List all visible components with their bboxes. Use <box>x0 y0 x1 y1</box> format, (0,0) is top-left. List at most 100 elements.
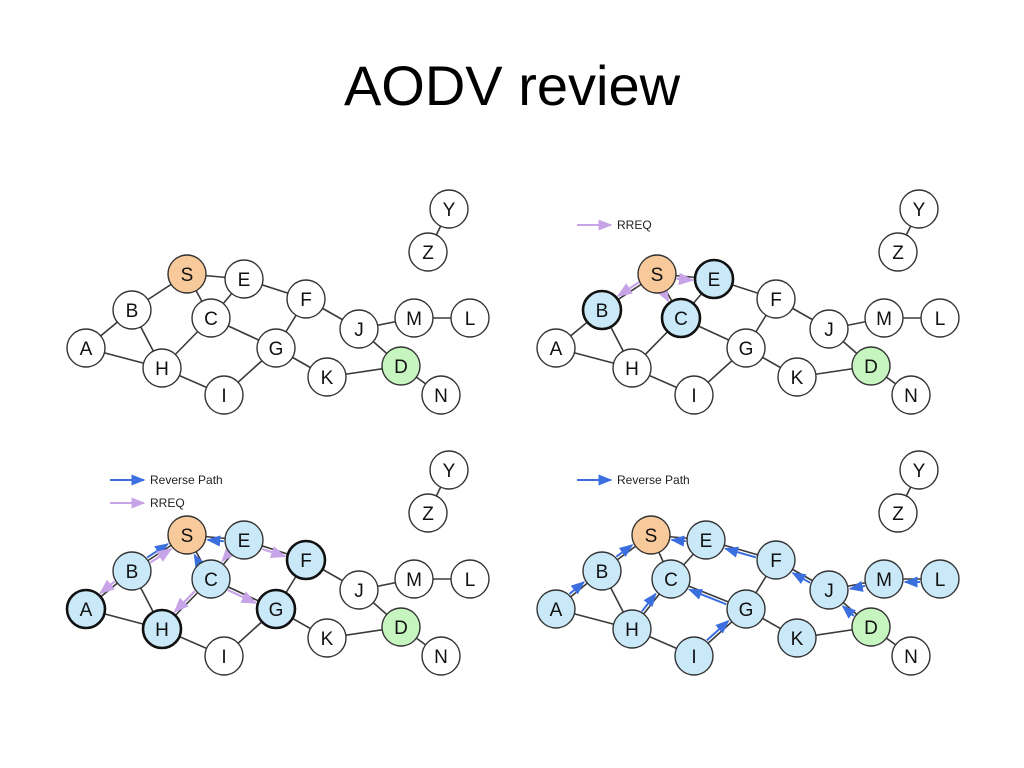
node-a: A <box>66 328 106 368</box>
node-g: G <box>256 328 296 368</box>
node-label: C <box>664 570 678 591</box>
node-n: N <box>891 636 931 676</box>
node-label: A <box>80 600 93 621</box>
node-label: K <box>321 629 334 650</box>
reverse-path-arrow-B-S <box>615 544 634 558</box>
node-y: Y <box>899 189 939 229</box>
node-circle <box>112 290 152 330</box>
rreq-arrow-E-C <box>221 546 236 563</box>
node-label: Y <box>443 461 456 482</box>
node-label: G <box>269 600 284 621</box>
node-circle <box>612 609 652 649</box>
node-circle <box>256 328 296 368</box>
node-circle <box>307 357 347 397</box>
reverse-path-arrow-G-C <box>688 588 727 606</box>
node-y: Y <box>429 450 469 490</box>
node-circle <box>167 515 207 555</box>
node-i: I <box>204 636 244 676</box>
node-circle <box>651 559 691 599</box>
node-i: I <box>674 375 714 415</box>
node-d: D <box>851 607 891 647</box>
node-circle <box>381 346 421 386</box>
node-circle <box>285 539 327 581</box>
node-i: I <box>674 636 714 676</box>
node-label: F <box>770 290 782 311</box>
reverse-path-arrow-F-E <box>724 546 757 559</box>
rreq-arrow-S-E <box>676 272 695 286</box>
node-circle <box>631 515 671 555</box>
node-circle <box>920 298 960 338</box>
reverse-path-arrow-E-S <box>206 535 224 547</box>
node-label: B <box>596 562 609 583</box>
node-label: D <box>394 357 408 378</box>
node-s: S <box>637 254 677 294</box>
node-label: K <box>791 368 804 389</box>
legend-rreq-label: RREQ <box>150 496 185 510</box>
node-circle <box>286 279 326 319</box>
node-label: G <box>269 339 284 360</box>
node-circle <box>112 551 152 591</box>
node-c: C <box>651 559 691 599</box>
node-circle <box>381 607 421 647</box>
legend-reverse-label: Reverse Path <box>617 473 690 487</box>
node-circle <box>899 189 939 229</box>
node-k: K <box>307 618 347 658</box>
node-label: C <box>674 309 688 330</box>
node-circle <box>756 540 796 580</box>
node-label: E <box>708 270 721 291</box>
node-label: E <box>238 270 251 291</box>
node-circle <box>167 254 207 294</box>
rreq-arrow-S-C <box>656 285 670 303</box>
node-label: Y <box>443 200 456 221</box>
node-circle <box>612 348 652 388</box>
node-circle <box>536 589 576 629</box>
reverse-path-arrow-C-S <box>193 553 206 569</box>
node-h: H <box>612 609 652 649</box>
node-circle <box>191 298 231 338</box>
rreq-arrow-B-A <box>99 579 116 595</box>
node-label: E <box>238 531 251 552</box>
node-circle <box>864 298 904 338</box>
node-circle <box>693 258 735 300</box>
node-l: L <box>450 298 490 338</box>
node-circle <box>408 232 448 272</box>
node-z: Z <box>878 232 918 272</box>
node-label: H <box>625 359 639 380</box>
node-c: C <box>191 298 231 338</box>
node-label: N <box>904 386 918 407</box>
node-h: H <box>142 348 182 388</box>
node-circle <box>394 559 434 599</box>
node-circle <box>421 636 461 676</box>
node-k: K <box>777 357 817 397</box>
node-label: N <box>434 386 448 407</box>
node-c: C <box>660 297 702 339</box>
node-c: C <box>191 559 231 599</box>
node-n: N <box>421 375 461 415</box>
node-label: H <box>155 359 169 380</box>
reverse-path-arrow-J-F <box>791 572 811 585</box>
node-circle <box>899 450 939 490</box>
node-m: M <box>864 559 904 599</box>
node-label: A <box>550 339 563 360</box>
node-l: L <box>920 298 960 338</box>
legend-rreq-label: RREQ <box>617 218 652 232</box>
node-label: M <box>406 570 422 591</box>
node-k: K <box>307 357 347 397</box>
node-label: L <box>935 309 946 330</box>
node-circle <box>339 309 379 349</box>
node-circle <box>429 450 469 490</box>
node-label: G <box>739 600 754 621</box>
node-f: F <box>756 279 796 319</box>
node-e: E <box>224 520 264 560</box>
node-label: I <box>221 386 226 407</box>
node-label: C <box>204 570 218 591</box>
node-circle <box>878 232 918 272</box>
rreq-arrow-E-F <box>261 546 287 559</box>
node-circle <box>851 346 891 386</box>
node-label: N <box>904 647 918 668</box>
node-label: J <box>824 581 834 602</box>
node-z: Z <box>408 232 448 272</box>
